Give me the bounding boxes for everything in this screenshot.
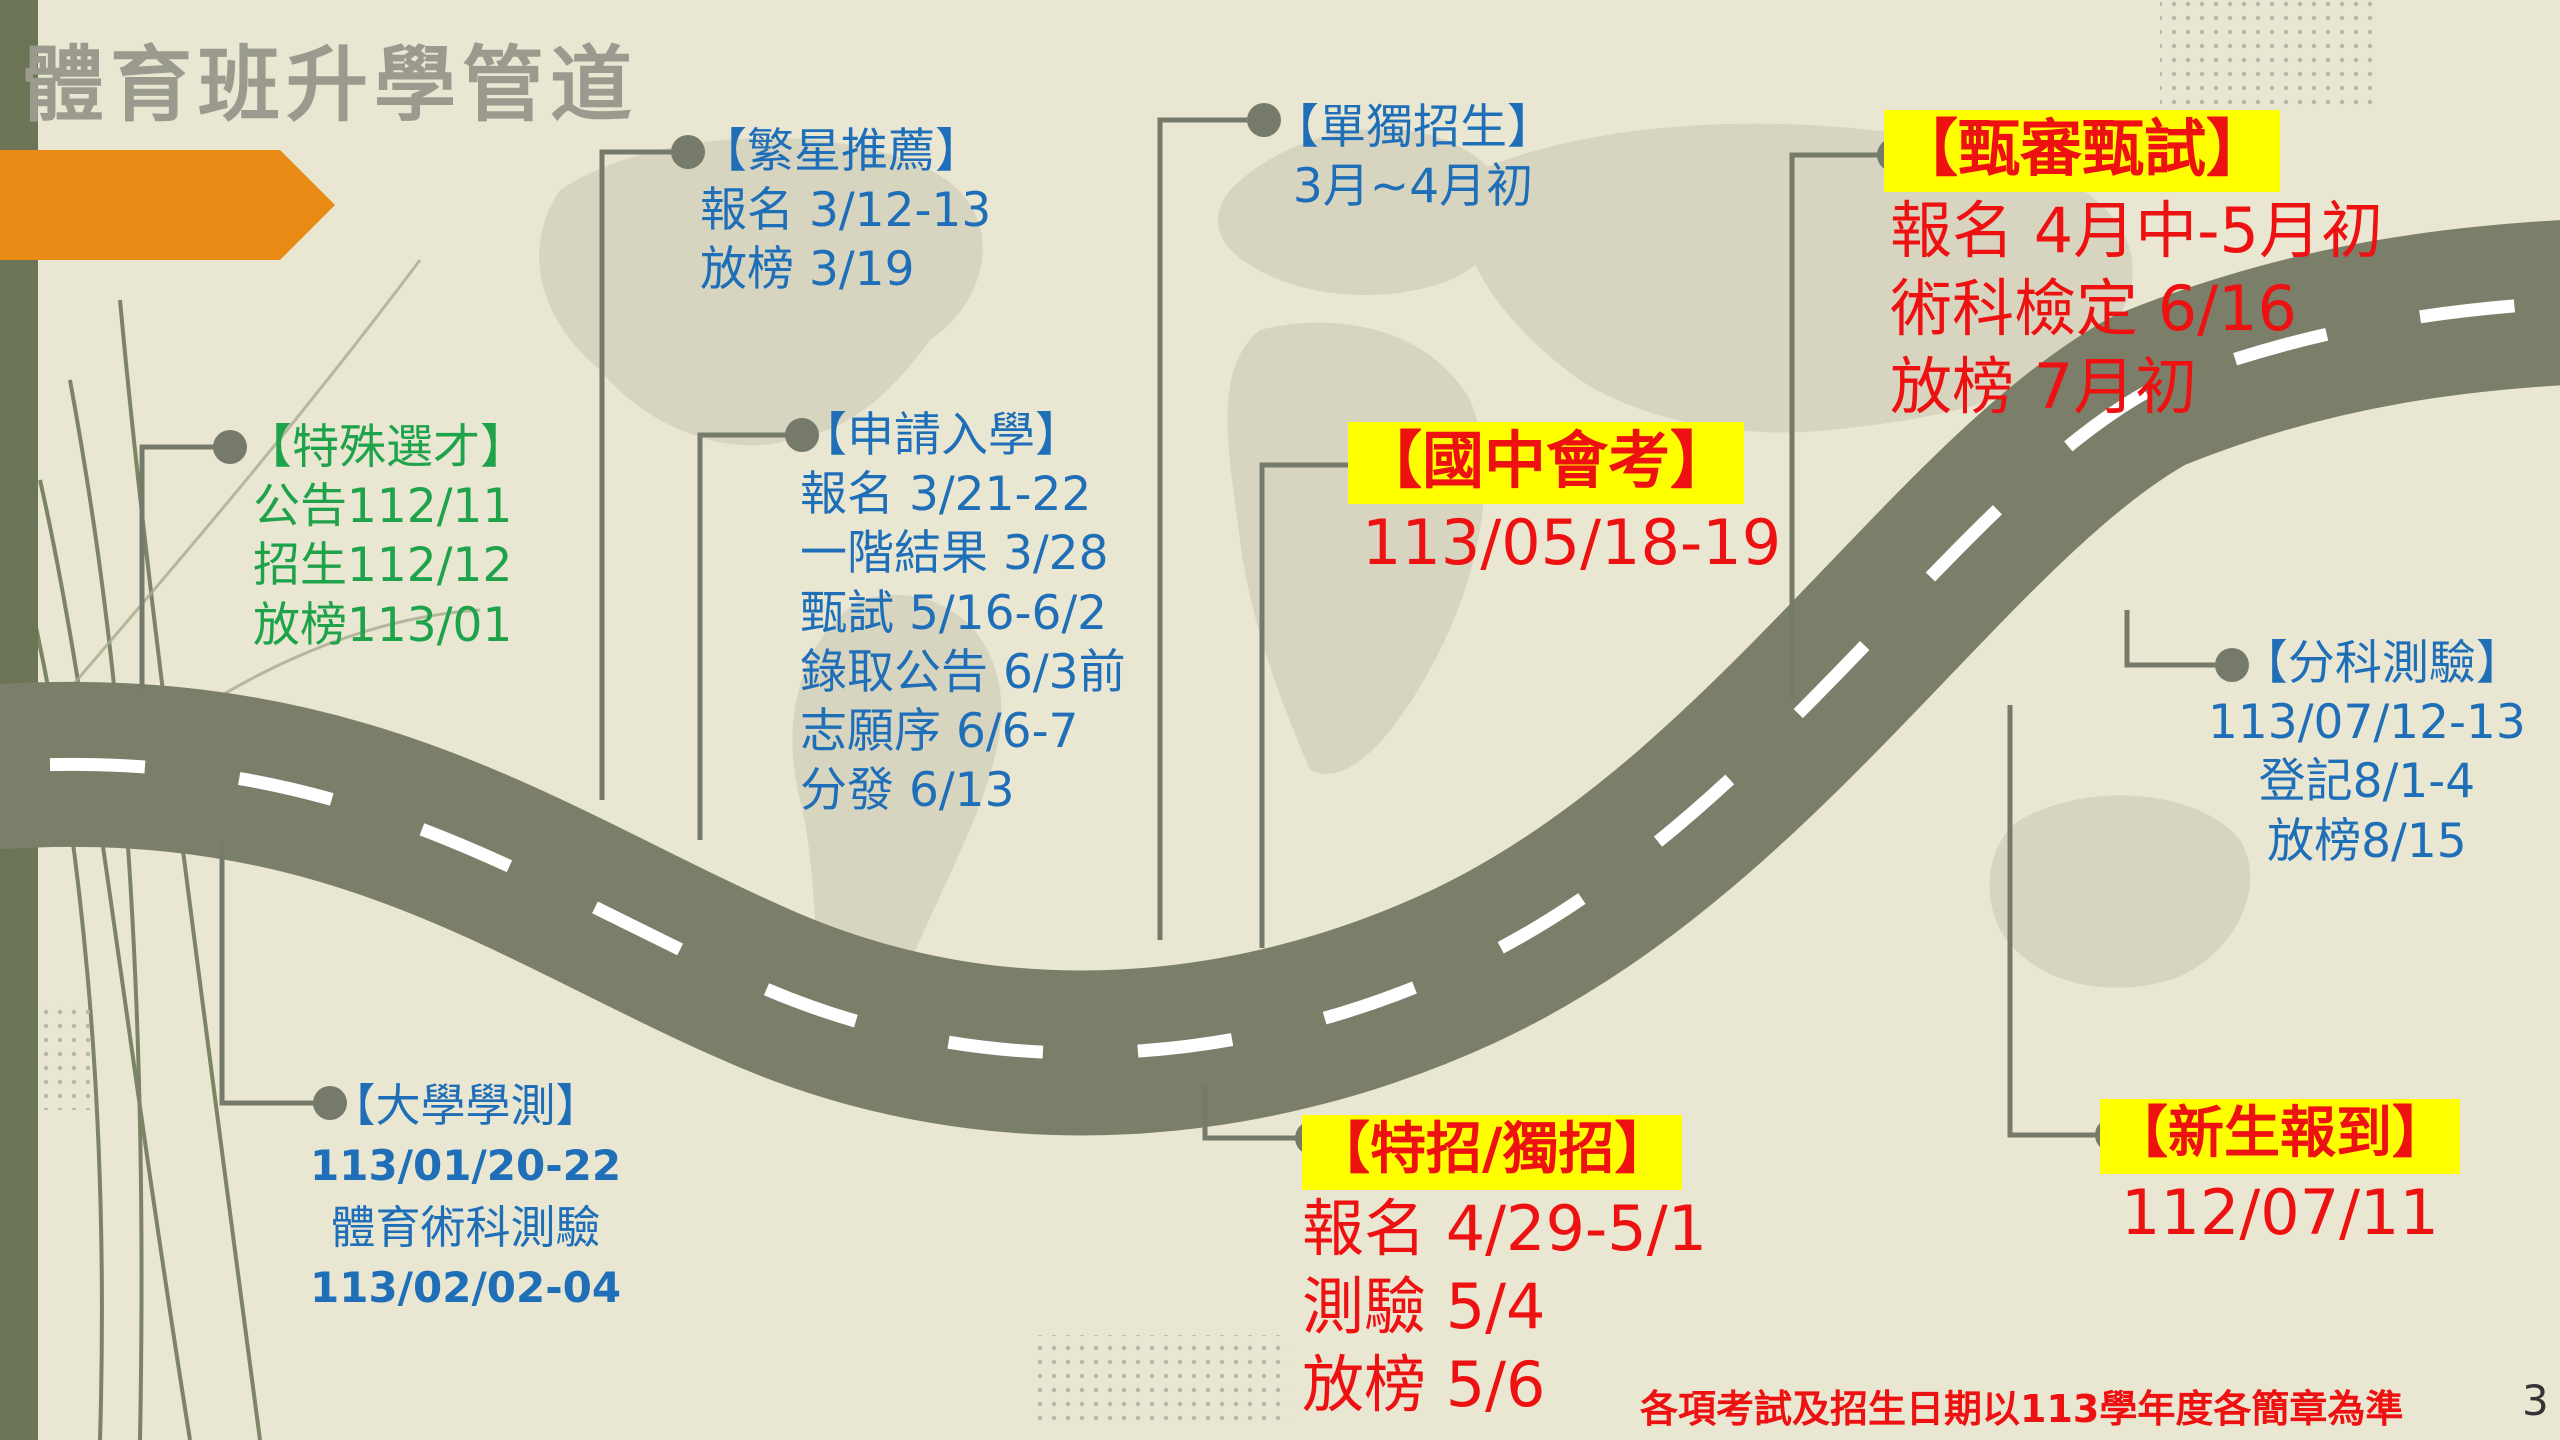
milestone-line: 放榜 7月初 xyxy=(1890,350,2198,424)
milestone-subject-exam: 【分科測驗】 113/07/12-13 登記8/1-4 放榜8/15 xyxy=(2208,634,2526,871)
milestone-line: 報名 3/21-22 xyxy=(800,467,1092,523)
milestone-line: 錄取公告 6/3前 xyxy=(800,644,1126,700)
milestone-line: 放榜 3/19 xyxy=(700,242,915,298)
milestone-freshman-registration: 【新生報到】 112/07/11 xyxy=(2100,1092,2460,1252)
milestone-special-selection: 【特殊選才】 公告112/11 招生112/12 放榜113/01 xyxy=(245,418,527,655)
milestone-line: 放榜 5/6 xyxy=(1302,1347,1546,1421)
milestone-line: 報名 4月中-5月初 xyxy=(1890,194,2383,268)
milestone-line: 術科檢定 6/16 xyxy=(1890,272,2297,346)
milestone-heading: 【申請入學】 xyxy=(800,408,1082,463)
milestone-line: 113/07/12-13 xyxy=(2208,695,2526,751)
milestone-line: 一階結果 3/28 xyxy=(800,526,1109,582)
orange-arrow-tab xyxy=(0,150,335,260)
dot-pattern-top-right xyxy=(2160,0,2380,110)
milestone-heading: 【大學學測】 xyxy=(330,1079,601,1132)
milestone-special-independent-admission: 【特招/獨招】 報名 4/29-5/1 測驗 5/4 放榜 5/6 xyxy=(1302,1108,1707,1424)
page-number: 3 xyxy=(2522,1376,2549,1425)
milestone-line: 113/02/02-04 xyxy=(310,1262,622,1312)
milestone-line: 體育術科測驗 xyxy=(330,1200,601,1254)
milestone-application-admission: 【申請入學】 報名 3/21-22 一階結果 3/28 甄試 5/16-6/2 … xyxy=(800,406,1126,821)
milestone-heading: 【繁星推薦】 xyxy=(700,124,982,179)
milestone-line: 113/01/20-22 xyxy=(310,1141,622,1190)
milestone-line: 分發 6/13 xyxy=(800,763,1015,819)
milestone-line: 公告112/11 xyxy=(253,479,513,535)
milestone-heading: 【國中會考】 xyxy=(1348,422,1745,505)
milestone-line: 報名 4/29-5/1 xyxy=(1302,1191,1708,1265)
dot-pattern-bottom xyxy=(1030,1335,1290,1425)
milestone-line: 113/05/18-19 xyxy=(1362,506,1782,580)
milestone-line: 報名 3/12-13 xyxy=(700,183,992,239)
milestone-heading: 【特招/獨招】 xyxy=(1302,1115,1683,1190)
milestone-line: 甄試 5/16-6/2 xyxy=(800,585,1108,641)
milestone-line: 3月~4月初 xyxy=(1292,159,1534,215)
milestone-line: 放榜113/01 xyxy=(253,597,513,653)
milestone-line: 登記8/1-4 xyxy=(2258,754,2476,810)
milestone-heading: 【單獨招生】 xyxy=(1272,100,1554,155)
milestone-star-recommendation: 【繁星推薦】 報名 3/12-13 放榜 3/19 xyxy=(700,122,991,300)
milestone-junior-high-exam: 【國中會考】 113/05/18-19 xyxy=(1348,422,1782,582)
milestone-college-entrance-exam: 【大學學測】 113/01/20-22 體育術科測驗 113/02/02-04 xyxy=(310,1074,621,1318)
milestone-screening-exam: 【甄審甄試】 報名 4月中-5月初 術科檢定 6/16 放榜 7月初 xyxy=(1884,110,2383,426)
milestone-line: 測驗 5/4 xyxy=(1302,1269,1546,1343)
footnote-disclaimer: 各項考試及招生日期以113學年度各簡章為準 xyxy=(1640,1387,2404,1431)
milestone-line: 放榜8/15 xyxy=(2267,813,2467,869)
milestone-line: 招生112/12 xyxy=(253,538,513,594)
milestone-heading: 【甄審甄試】 xyxy=(1884,110,2281,193)
milestone-independent-admission: 【單獨招生】 3月~4月初 xyxy=(1272,98,1554,216)
dot-pattern-left xyxy=(40,1000,90,1110)
milestone-heading: 【新生報到】 xyxy=(2100,1099,2460,1174)
milestone-line: 志願序 6/6-7 xyxy=(800,704,1079,760)
page-title: 體育班升學管道 xyxy=(22,38,639,133)
milestone-line: 112/07/11 xyxy=(2121,1175,2439,1249)
milestone-heading: 【特殊選才】 xyxy=(245,420,527,475)
timeline-connectors xyxy=(139,117,2220,1141)
road-center-dashes xyxy=(0,296,2560,1060)
milestone-heading: 【分科測驗】 xyxy=(2240,636,2523,691)
